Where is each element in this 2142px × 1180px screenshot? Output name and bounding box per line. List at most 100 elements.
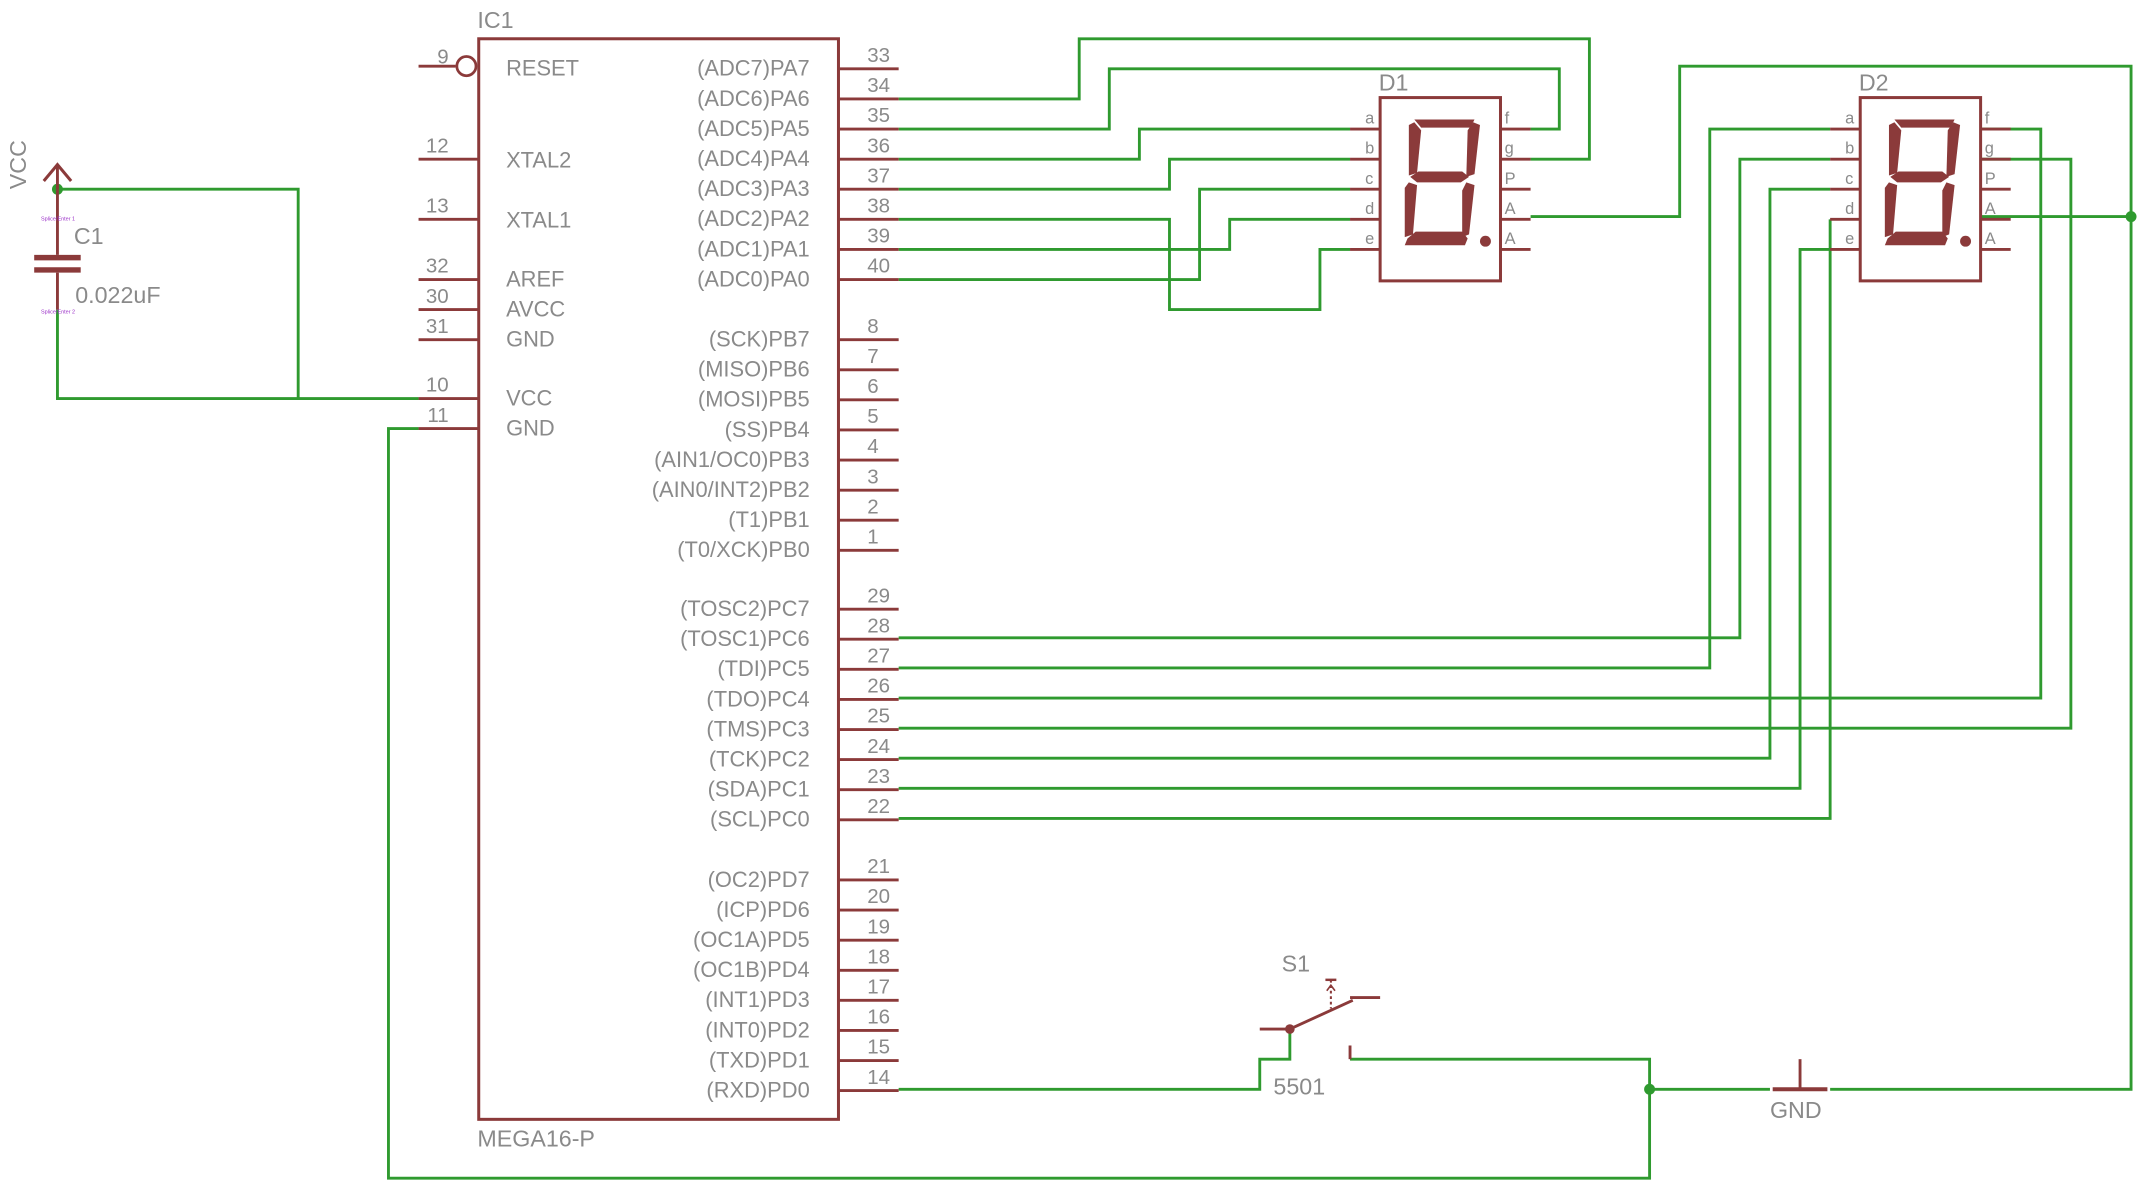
pin-number: 8	[867, 315, 878, 338]
display-pin-right[interactable]: g	[1500, 140, 1531, 161]
capacitor-c1[interactable]: Splice/Enter 1 Splice/Enter 2 C1 0.022uF	[34, 189, 161, 316]
ic1-pin-right[interactable]: 15(TXD)PD1	[709, 1036, 899, 1073]
ic1[interactable]: IC1 MEGA16-P 9 RESET 12 XTAL2 13 XTAL1	[418, 7, 899, 1152]
gnd-supply[interactable]: GND	[1770, 1059, 1828, 1123]
ic1-pin-right[interactable]: 16(INT0)PD2	[705, 1006, 899, 1043]
ic1-pin-right[interactable]: 18(OC1B)PD4	[693, 945, 899, 982]
ic1-pin-right[interactable]: 19(OC1A)PD5	[693, 915, 899, 952]
pin-number: 23	[867, 765, 890, 788]
display-pin-right[interactable]: g	[1980, 140, 2011, 161]
pin-number: 38	[867, 194, 890, 217]
ic1-pin-right[interactable]: 27(TDI)PC5	[717, 644, 899, 681]
segment-lower-right	[1462, 182, 1475, 238]
reset-inversion-bubble	[455, 55, 478, 78]
ic1-pin-left[interactable]: 32 AREF	[418, 255, 565, 292]
ic1-pin-left[interactable]: 13 XTAL1	[418, 194, 572, 233]
pin-number: 30	[426, 285, 449, 308]
ic1-pin-right[interactable]: 38(ADC2)PA2	[697, 194, 899, 231]
ic1-pin-right[interactable]: 1(T0/XCK)PB0	[677, 525, 899, 562]
display-pin-left[interactable]: c	[1830, 170, 1861, 191]
ic1-pin-left[interactable]: 31 GND	[418, 315, 555, 352]
wire-c1-vcc-pin	[56, 309, 419, 400]
segment-middle	[1890, 171, 1950, 183]
ic1-pin-right[interactable]: 6(MOSI)PB5	[698, 375, 899, 412]
ic1-pin-right[interactable]: 40(ADC0)PA0	[697, 255, 899, 292]
display-pin-left[interactable]: c	[1350, 170, 1381, 191]
wire-pa0-c	[898, 187, 1351, 281]
wires	[51, 37, 2137, 1180]
display-pin-right[interactable]: f	[1500, 110, 1531, 131]
display-pin-right[interactable]: A	[1980, 200, 2011, 221]
ic1-pin-right[interactable]: 4(AIN1/OC0)PB3	[654, 435, 899, 472]
ic1-pin-right[interactable]: 34(ADC6)PA6	[697, 74, 899, 111]
ic1-pin-right[interactable]: 20(ICP)PD6	[716, 885, 899, 922]
segment-pin-label: c	[1845, 170, 1853, 188]
display-pin-left[interactable]: d	[1830, 200, 1861, 221]
display-pin-left[interactable]: a	[1830, 110, 1861, 131]
ic1-pin-right[interactable]: 22(SCL)PC0	[710, 795, 899, 832]
display-pin-right[interactable]: f	[1980, 110, 2011, 131]
segment-upper-left	[1888, 122, 1902, 176]
ic1-pin-right[interactable]: 5(SS)PB4	[725, 405, 899, 442]
pin-number: 11	[427, 404, 448, 427]
ic1-left-pins: 9 RESET 12 XTAL2 13 XTAL1 32 AREF 30	[418, 45, 579, 441]
ic1-pin-right[interactable]: 14(RXD)PD0	[706, 1066, 899, 1103]
ic1-pin-right[interactable]: 25(TMS)PC3	[706, 705, 899, 742]
ic1-pin-right[interactable]: 28(TOSC1)PC6	[680, 614, 899, 651]
ic1-pin-left[interactable]: 9 RESET	[418, 45, 579, 81]
display-pin-right[interactable]: A	[1980, 230, 2011, 251]
display-pin-left[interactable]: b	[1830, 140, 1861, 161]
display-pin-left[interactable]: d	[1350, 200, 1381, 221]
ic1-pin-right[interactable]: 2(T1)PB1	[728, 495, 899, 532]
display-pin-right[interactable]: P	[1500, 170, 1531, 191]
pin-number: 19	[867, 915, 890, 938]
ic1-pin-right[interactable]: 29(TOSC2)PC7	[680, 584, 899, 621]
ic1-pin-left[interactable]: 30 AVCC	[418, 285, 566, 322]
pin-number: 27	[867, 644, 890, 667]
ic1-pin-right[interactable]: 39(ADC1)PA1	[697, 225, 899, 262]
pin-name: (ADC7)PA7	[697, 56, 810, 81]
display-pin-right[interactable]: P	[1980, 170, 2011, 191]
ic1-pin-right[interactable]: 7(MISO)PB6	[698, 345, 899, 382]
wire-pd0-switch	[898, 1029, 1292, 1091]
display-pin-right[interactable]: A	[1500, 200, 1531, 221]
pin-number: 37	[867, 164, 890, 187]
wire-pa1-d	[898, 217, 1351, 251]
ic1-pin-right[interactable]: 3(AIN0/INT2)PB2	[652, 465, 899, 502]
segment-pin-label: P	[1985, 170, 1996, 188]
pin-number: 14	[867, 1066, 890, 1089]
ic1-pin-right[interactable]: 37(ADC3)PA3	[697, 164, 899, 201]
display-pin-left[interactable]: a	[1350, 110, 1381, 131]
ic1-pin-right[interactable]: 35(ADC5)PA5	[697, 104, 899, 141]
display-pin-left[interactable]: e	[1830, 230, 1861, 251]
vcc-supply[interactable]: VCC	[5, 140, 73, 189]
switch-s1[interactable]: S1 5501	[1259, 951, 1381, 1100]
segment-upper-right	[1946, 122, 1961, 177]
display-pin-right[interactable]: A	[1500, 230, 1531, 251]
ic1-pin-left[interactable]: 10 VCC	[418, 374, 553, 411]
display-pin-left[interactable]: b	[1350, 140, 1381, 161]
ic1-pin-right[interactable]: 24(TCK)PC2	[709, 735, 899, 772]
segment-pin-label: A	[1985, 200, 1996, 218]
pin-name: (T1)PB1	[728, 507, 809, 532]
segment-bottom	[1884, 231, 1948, 246]
ic1-pin-right[interactable]: 36(ADC4)PA4	[697, 134, 899, 171]
ic1-pin-right[interactable]: 8(SCK)PB7	[709, 315, 899, 352]
ic1-pin-left[interactable]: 12 XTAL2	[418, 134, 572, 172]
wire-pa6-f	[898, 37, 1591, 161]
ic1-pin-right[interactable]: 23(SDA)PC1	[708, 765, 899, 802]
display-pin-left[interactable]: e	[1350, 230, 1381, 251]
ic1-pin-right[interactable]: 17(INT1)PD3	[705, 976, 899, 1013]
pin-number: 40	[867, 255, 890, 278]
ic1-pin-right[interactable]: 33(ADC7)PA7	[697, 44, 899, 81]
pin-name: (OC2)PD7	[708, 867, 810, 892]
wire-pc5-a	[898, 127, 1831, 670]
ic1-pin-right[interactable]: 21(OC2)PD7	[708, 855, 899, 892]
segment-pin-label: f	[1985, 110, 1990, 128]
ic1-pin-left[interactable]: 11 GND	[418, 404, 555, 441]
pin-number: 25	[867, 705, 890, 728]
ic1-pin-right[interactable]: 26(TDO)PC4	[706, 675, 899, 712]
